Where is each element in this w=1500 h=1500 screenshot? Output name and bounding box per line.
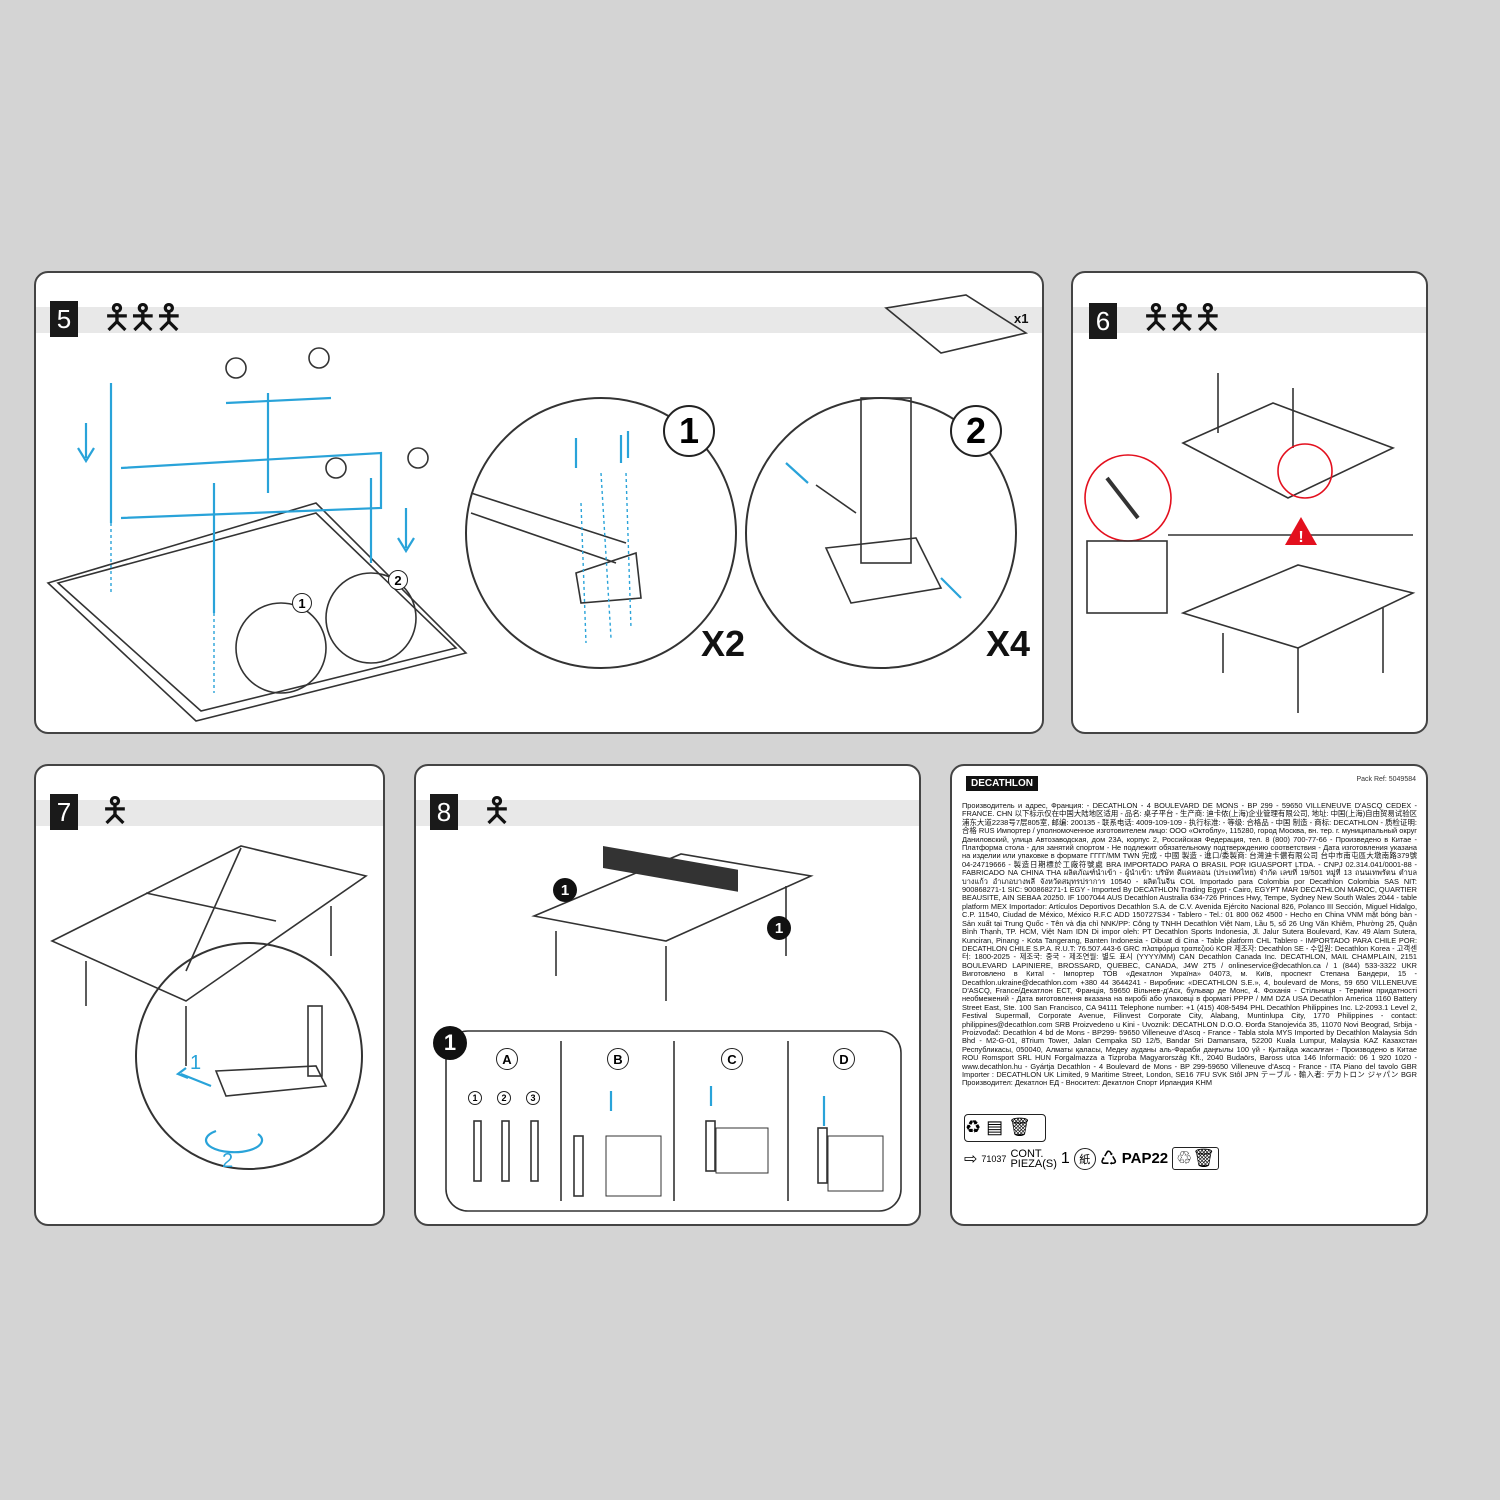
legal-info-panel: DECATHLON Pack Ref: 5049584 Производител… bbox=[950, 764, 1428, 1226]
step-6-illustration: ! bbox=[1084, 373, 1416, 713]
substep-d: D bbox=[833, 1048, 855, 1070]
pack-reference: Pack Ref: 5049584 bbox=[1356, 776, 1416, 783]
warning-triangle-icon bbox=[1283, 515, 1319, 547]
substep-a: A bbox=[496, 1048, 518, 1070]
part-2: 2 bbox=[497, 1091, 511, 1105]
detail-1-number: 1 bbox=[663, 405, 715, 457]
recycle-triangle-icon: ♺ bbox=[1099, 1148, 1118, 1170]
step-7-panel: 7 🯅 1 2 bbox=[34, 764, 385, 1226]
step-header-band bbox=[36, 800, 383, 826]
part-1: 1 bbox=[468, 1091, 482, 1105]
callout-marker: 1 bbox=[553, 878, 577, 902]
cont-label-group: CONT. PIEZA(S) bbox=[1010, 1147, 1057, 1170]
detail-2-marker: 2 bbox=[388, 570, 408, 590]
recycling-marks: ⇨ 71037 CONT. PIEZA(S) 1 紙 ♺ PAP22 ♲🗑 bbox=[964, 1146, 1220, 1171]
step-header-band bbox=[416, 800, 919, 826]
cont-label: CONT. bbox=[1010, 1147, 1044, 1160]
decathlon-logo: DECATHLON bbox=[966, 776, 1039, 791]
three-people-icon: 🯅🯅🯅 bbox=[1141, 299, 1223, 337]
svg-text:!: ! bbox=[1298, 529, 1303, 546]
step-6-panel: 6 🯅🯅🯅 ! bbox=[1071, 271, 1428, 734]
step-number: 6 bbox=[1089, 303, 1117, 339]
recycling-triman-icon: ♻ ▤ 🗑 bbox=[964, 1114, 1046, 1142]
multiplier-x2: X2 bbox=[701, 623, 746, 664]
recycle-code: 71037 bbox=[981, 1153, 1007, 1164]
callout-detail-marker: 1 bbox=[433, 1026, 467, 1060]
paper-recycle-icon: 紙 bbox=[1073, 1147, 1096, 1170]
recycle-arrow-icon: ⇨ bbox=[964, 1150, 978, 1168]
step-arrow-1-label: 1 bbox=[190, 1052, 202, 1074]
step-8-panel: 8 🯅 1 1 1 A B C D 1 2 3 bbox=[414, 764, 921, 1226]
step-5-illustration bbox=[46, 294, 1029, 722]
one-person-icon: 🯅 bbox=[100, 792, 130, 830]
part-3: 3 bbox=[526, 1091, 540, 1105]
pap-code: PAP22 bbox=[1121, 1150, 1169, 1167]
recycle-bin-icon: ♲🗑 bbox=[1172, 1147, 1220, 1170]
legal-text: Производитель и адрес, Франция: - DECATH… bbox=[962, 802, 1417, 1088]
step-header-band bbox=[36, 307, 1042, 333]
step-number: 8 bbox=[430, 794, 458, 830]
substep-b: B bbox=[607, 1048, 629, 1070]
step-number: 7 bbox=[50, 794, 78, 830]
pieces-count: 1 bbox=[1060, 1149, 1070, 1167]
step-arrow-2-label: 2 bbox=[222, 1150, 234, 1172]
quantity-label: x1 bbox=[1014, 311, 1029, 326]
detail-1-marker: 1 bbox=[292, 593, 312, 613]
pieces-label: PIEZA(S) bbox=[1010, 1157, 1057, 1170]
detail-2-number: 2 bbox=[950, 405, 1002, 457]
step-number: 5 bbox=[50, 301, 78, 337]
callout-marker: 1 bbox=[767, 916, 791, 940]
three-people-icon: 🯅🯅🯅 bbox=[102, 299, 184, 337]
step-8-illustration bbox=[445, 845, 902, 1212]
step-header-band bbox=[1073, 307, 1426, 333]
one-person-icon: 🯅 bbox=[482, 792, 512, 830]
step-7-illustration bbox=[50, 845, 368, 1170]
step-5-panel: 5 🯅🯅🯅 x1 1 bbox=[34, 271, 1044, 734]
multiplier-x4: X4 bbox=[986, 623, 1031, 664]
substep-c: C bbox=[721, 1048, 743, 1070]
